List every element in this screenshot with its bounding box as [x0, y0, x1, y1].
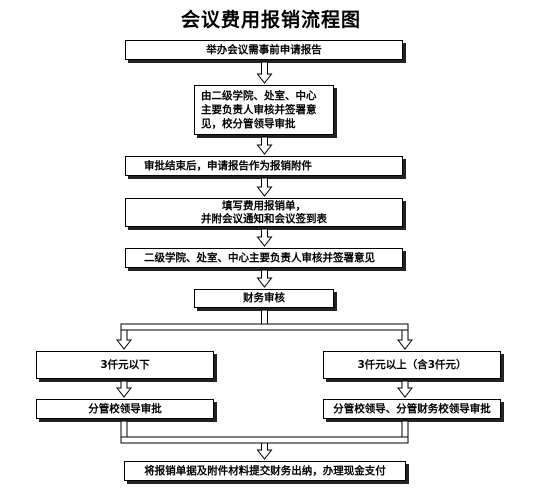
arrow-s5-s6	[256, 269, 273, 288]
step-apply-report: 举办会议需事前申请报告	[125, 40, 403, 60]
branch-over-3000-text: 3仟元以上（含3仟元）	[357, 358, 467, 371]
approve-over-3000-text: 分管校领导、分管财务校领导审批	[333, 402, 491, 415]
step-sign-opinion-text: 二级学院、处室、中心主要负责人审核并签署意见	[144, 251, 375, 264]
approve-under-3000-text: 分管校领导审批	[88, 402, 162, 415]
step-fill-form-line1: 填写费用报销单，	[222, 199, 306, 212]
step-finance-review-text: 财务审核	[243, 292, 285, 304]
step-sign-opinion: 二级学院、处室、中心主要负责人审核并签署意见	[125, 248, 403, 268]
arrow-s1-s2	[256, 61, 273, 84]
step-apply-report-text: 举办会议需事前申请报告	[206, 43, 322, 56]
step-final-payment: 将报销单据及附件材料提交财务出纳，办理现金支付	[124, 461, 406, 481]
arrow-to-right-branch	[396, 329, 414, 350]
step-final-payment-text: 将报销单据及附件材料提交财务出纳，办理现金支付	[144, 464, 386, 477]
step-review-approve-line2: 主要负责人审核并签署意	[201, 104, 317, 116]
arrow-s3-s4	[256, 177, 273, 197]
step-finance-review: 财务审核	[194, 289, 334, 308]
page-title: 会议费用报销流程图	[180, 9, 361, 31]
arrow-to-final	[256, 442, 273, 460]
approve-over-3000: 分管校领导、分管财务校领导审批	[323, 399, 501, 419]
arrow-s4-s5	[256, 228, 273, 247]
connector-bar	[120, 323, 409, 331]
step-attach-report-text: 审批结束后，申请报告作为报销附件	[144, 159, 312, 172]
step-review-approve-line1: 由二级学院、处室、中心	[201, 90, 317, 102]
arrow-to-left-branch	[115, 329, 133, 350]
merge-bar	[120, 436, 409, 444]
approve-under-3000: 分管校领导审批	[36, 399, 214, 419]
step-attach-report: 审批结束后，申请报告作为报销附件	[125, 156, 403, 176]
arrow-s2-s3	[256, 136, 273, 155]
step-review-approve: 由二级学院、处室、中心 主要负责人审核并签署意 见，校分管领导审批	[194, 85, 334, 135]
arrow-right-approve	[396, 380, 414, 398]
step-review-approve-line3: 见，校分管领导审批	[201, 118, 296, 130]
branch-under-3000-text: 3仟元以下	[100, 358, 150, 371]
branch-over-3000: 3仟元以上（含3仟元）	[323, 351, 501, 379]
arrow-left-approve	[115, 380, 133, 398]
step-fill-form: 填写费用报销单， 并附会议通知和会议签到表	[125, 198, 403, 227]
branch-under-3000: 3仟元以下	[36, 351, 214, 379]
step-fill-form-line2: 并附会议通知和会议签到表	[201, 212, 327, 225]
